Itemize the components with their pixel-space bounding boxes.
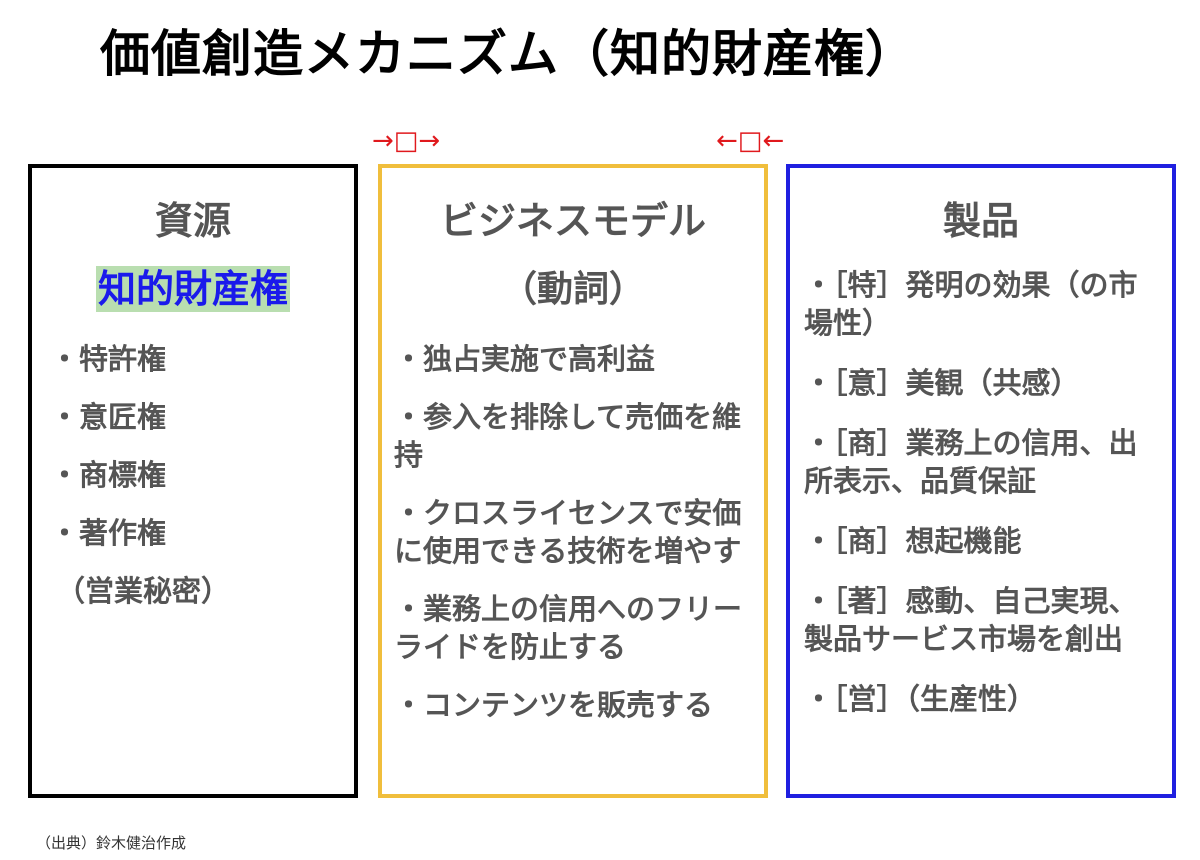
business-model-column: ビジネスモデル （動詞） ・独占実施で高利益 ・参入を排除して売価を維持 ・クロ… [378,164,768,798]
resource-highlight: 知的財産権 [95,266,290,312]
list-item: ・独占実施で高利益 [394,342,656,376]
resource-column: 資源 知的財産権 ・特許権 ・意匠権 ・商標権 ・著作権 （営業秘密） [28,164,358,798]
list-item: ・［商］業務上の信用、出所表示、品質保証 [804,426,1138,498]
product-column: 製品 ・［特］発明の効果（の市場性） ・［意］美観（共感） ・［商］業務上の信用… [786,164,1176,798]
list-item: ・コンテンツを販売する [394,688,714,722]
list-item: ・業務上の信用へのフリーライドを防止する [394,592,743,664]
list-item: ・特許権 [50,342,167,376]
product-heading: 製品 [942,199,1019,243]
list-item: ・意匠権 [50,400,167,434]
resource-highlight-wrap: 知的財産権 [32,266,354,312]
flow-arrow-right-icon: →□→ [372,126,441,156]
business-model-list: ・独占実施で高利益 ・参入を排除して売価を維持 ・クロスライセンスで安価に使用で… [394,340,754,744]
list-item: ・［意］美観（共感） [804,366,1080,400]
product-list: ・［特］発明の効果（の市場性） ・［意］美観（共感） ・［商］業務上の信用、出所… [804,266,1160,740]
business-model-heading: ビジネスモデル [439,199,706,243]
source-note: （出典）鈴木健治作成 [36,834,187,852]
list-item: ・［特］発明の効果（の市場性） [804,268,1138,340]
business-model-subheading: （動詞） [500,269,645,310]
list-item: ・著作権 [50,516,167,550]
list-item: ・［著］感動、自己実現、製品サービス市場を創出 [804,584,1138,656]
list-item: ・［商］想起機能 [804,524,1022,558]
list-item: ・商標権 [50,458,167,492]
list-item: ・参入を排除して売価を維持 [394,400,742,472]
flow-arrow-left-icon: ←□← [716,126,785,156]
list-item: （営業秘密） [56,574,231,608]
list-item: ・［営］（生産性） [804,682,1037,716]
list-item: ・クロスライセンスで安価に使用できる技術を増やす [394,496,742,568]
resource-heading: 資源 [154,199,231,243]
resource-list: ・特許権 ・意匠権 ・商標権 ・著作権 （営業秘密） [50,340,344,630]
page-title: 価値創造メカニズム（知的財産権） [100,25,916,83]
